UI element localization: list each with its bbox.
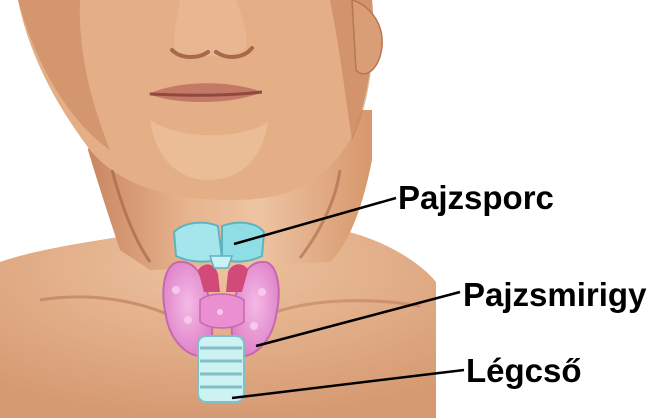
- label-thyroid-cartilage: Pajzsporc: [398, 181, 554, 214]
- nose: [174, 0, 247, 56]
- trachea: [198, 336, 244, 402]
- label-trachea: Légcső: [466, 354, 582, 387]
- label-thyroid-gland: Pajzsmirigy: [463, 278, 646, 311]
